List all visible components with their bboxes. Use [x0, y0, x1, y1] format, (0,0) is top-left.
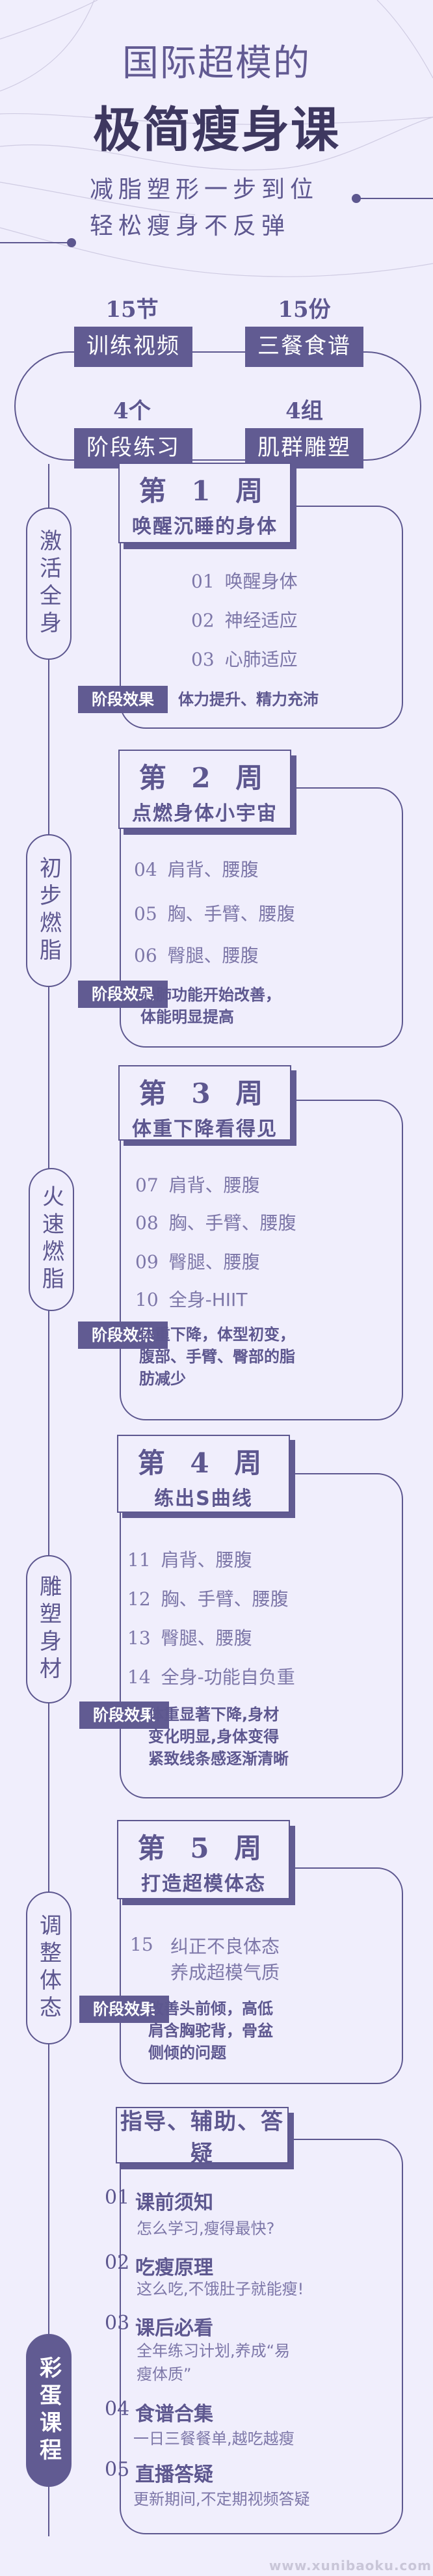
- subtitle-line-left: [0, 242, 69, 243]
- bonus-item-number: 02: [105, 2251, 130, 2274]
- subtitle-line-2: 轻松瘦身不反弹: [90, 213, 291, 239]
- bonus-item-title: 课后必看: [135, 2317, 213, 2340]
- week-header: 第 4 周 练出S曲线: [117, 1435, 290, 1513]
- week-subtitle: 体重下降看得见: [132, 1118, 278, 1141]
- week-header: 第 2 周 点燃身体小宇宙: [118, 750, 291, 829]
- subtitle-dot-right-icon: [352, 194, 361, 203]
- bonus-item-desc: 一日三餐餐单,越吃越瘦: [133, 2430, 295, 2448]
- effect-badge: 阶段效果: [79, 1702, 169, 1729]
- stage-label: 调整体态: [35, 1913, 62, 2023]
- stage-pill: 火速燃脂: [29, 1168, 74, 1311]
- stat-count: 15份: [278, 297, 331, 323]
- effect-text: 体力提升、精力充沛: [178, 690, 319, 709]
- week-title: 第 2 周: [138, 762, 271, 794]
- bonus-item-number: 05: [105, 2458, 130, 2481]
- effect-text: 改善头前倾，高低肩含胸驼背，骨盆侧倾的问题: [148, 2000, 273, 2062]
- effect-text: 体重下降，体型初变，腹部、手臂、臀部的脂肪减少: [139, 1325, 295, 1388]
- bonus-item-desc: 这么吃,不饿肚子就能瘦!: [137, 2280, 304, 2298]
- lesson-item-text: 纠正不良体态养成超模气质: [170, 1936, 280, 1983]
- stage-label: 激活全身: [35, 529, 62, 638]
- background-curves-decoration: [0, 0, 433, 277]
- watermark: www.xunibaoku.com: [269, 2558, 432, 2573]
- stat-label: 阶段练习: [74, 428, 192, 468]
- week-title: 第 3 周: [138, 1078, 271, 1109]
- stage-pill: 激活全身: [26, 508, 72, 660]
- stage-pill: 调整体态: [26, 1891, 72, 2044]
- stage-pill: 初步燃脂: [26, 834, 72, 987]
- stat-connector: [192, 351, 245, 353]
- title-line-2: 极简瘦身课: [93, 102, 340, 158]
- subtitle-line-right: [359, 198, 433, 199]
- stage-label: 火速燃脂: [38, 1185, 64, 1294]
- title-line-1: 国际超模的: [122, 42, 311, 85]
- week-header: 第 1 周 唤醒沉睡的身体: [118, 463, 291, 543]
- bonus-item-title: 食谱合集: [135, 2403, 213, 2426]
- bonus-title: 指导、辅助、答疑: [120, 2108, 284, 2167]
- week-title: 第 1 周: [138, 475, 271, 507]
- effect-badge: 阶段效果: [78, 981, 168, 1008]
- week-subtitle: 打造超模体态: [141, 1873, 266, 1895]
- stat-label: 训练视频: [74, 327, 192, 367]
- timeline-line: [48, 464, 49, 2536]
- bonus-item-desc: 怎么学习,瘦得最快?: [137, 2219, 275, 2238]
- bonus-item-number: 01: [105, 2186, 130, 2209]
- stat-count: 4个: [113, 398, 151, 424]
- subtitle-line-1: 减脂塑形一步到位: [90, 176, 319, 203]
- bonus-item-title: 吃瘦原理: [135, 2257, 213, 2279]
- stage-label: 初步燃脂: [35, 856, 62, 966]
- bonus-item-title: 直播答疑: [135, 2463, 213, 2486]
- bonus-item-number: 03: [105, 2312, 130, 2335]
- stat-label: 三餐食谱: [245, 327, 363, 367]
- stage-label: 雕塑身材: [35, 1575, 62, 1684]
- week-header: 第 3 周 体重下降看得见: [118, 1065, 291, 1141]
- week-header: 第 5 周 打造超模体态: [117, 1820, 290, 1899]
- effect-text: 心肺功能开始改善，体能明显提高: [140, 986, 281, 1026]
- bonus-header: 指导、辅助、答疑: [116, 2107, 289, 2167]
- week-subtitle: 唤醒沉睡的身体: [132, 515, 278, 538]
- week-title: 第 4 周: [137, 1447, 270, 1479]
- effect-badge: 阶段效果: [78, 686, 168, 713]
- lesson-item: 15: [130, 1934, 153, 1955]
- stage-label: 彩蛋课程: [35, 2355, 62, 2465]
- bonus-item-title: 课前须知: [135, 2191, 213, 2214]
- stat-count: 4组: [285, 398, 323, 424]
- week-title: 第 5 周: [137, 1832, 270, 1864]
- effect-badge: 阶段效果: [79, 1996, 169, 2023]
- stat-label: 肌群雕塑: [245, 428, 363, 468]
- effect-badge: 阶段效果: [78, 1322, 168, 1349]
- stat-count: 15节: [105, 297, 159, 323]
- week-subtitle: 点燃身体小宇宙: [132, 802, 278, 825]
- stage-pill: 雕塑身材: [26, 1555, 72, 1703]
- bonus-item-desc: 更新期间,不定期视频答疑: [133, 2490, 310, 2508]
- stage-pill-bonus: 彩蛋课程: [26, 2334, 72, 2487]
- subtitle-dot-left-icon: [67, 238, 76, 247]
- bonus-item-number: 04: [105, 2398, 130, 2420]
- week-subtitle: 练出S曲线: [154, 1487, 253, 1510]
- effect-text: 体重显著下降,身材变化明显,身体变得紧致线条感逐渐清晰: [148, 1705, 289, 1768]
- bonus-item-desc: 全年练习计划,养成“易瘦体质”: [137, 2342, 291, 2383]
